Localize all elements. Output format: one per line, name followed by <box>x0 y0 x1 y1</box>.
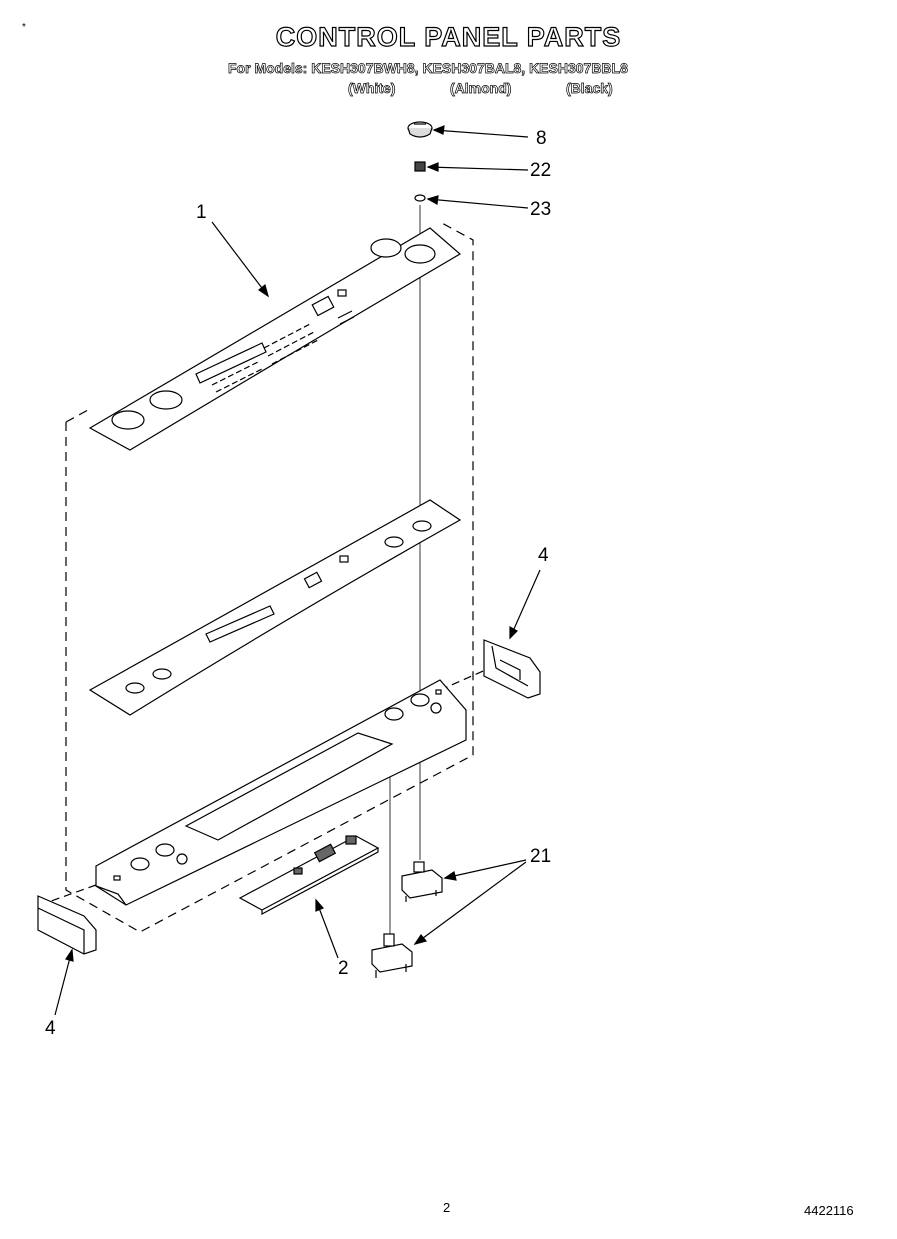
middle-plate-part <box>88 499 462 716</box>
callout-21: 21 <box>530 846 552 867</box>
end-cap-left-part <box>37 895 97 955</box>
switch-lower-part <box>371 933 413 978</box>
color-white: (White) <box>348 80 396 97</box>
document-number: 4422116 <box>804 1203 854 1218</box>
callout-22: 22 <box>530 160 552 181</box>
color-black: (Black) <box>566 80 613 97</box>
svg-text:*: * <box>22 22 26 33</box>
end-cap-right-part <box>483 639 541 699</box>
knob-part <box>407 121 433 138</box>
callout-8: 8 <box>536 128 547 149</box>
callout-23: 23 <box>530 199 552 220</box>
circuit-board-part <box>238 835 380 916</box>
callout-2: 2 <box>338 958 349 979</box>
models-line: For Models: KESH307BWH8, KESH307BAL8, KE… <box>228 60 629 77</box>
control-overlay-part <box>88 227 462 451</box>
page-number: 2 <box>443 1200 451 1215</box>
page-title: CONTROL PANEL PARTS <box>275 21 622 52</box>
console-frame-part <box>95 679 467 906</box>
callout-4-right: 4 <box>538 545 549 566</box>
callout-1: 1 <box>196 202 207 223</box>
switch-upper-part <box>401 861 443 902</box>
color-almond: (Almond) <box>450 80 512 97</box>
clip-part <box>414 194 426 202</box>
spring-part <box>414 161 426 172</box>
callout-4-left: 4 <box>45 1018 56 1039</box>
